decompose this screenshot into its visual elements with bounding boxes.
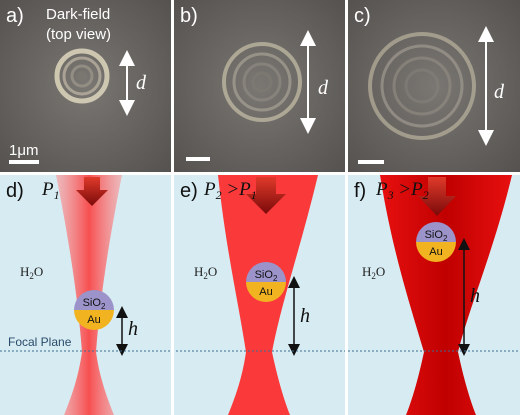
view-title-line1: Dark-field [46,6,110,23]
panel-label: b) [180,5,198,27]
ring-core [251,71,273,93]
gold-cap [74,310,114,330]
laser-beam [380,175,512,415]
ring-mid [62,56,102,96]
gold-label: Au [429,246,442,258]
power-label: P3 >P2 [375,179,429,202]
panel-label: d) [6,180,24,202]
ring-mid [232,52,292,112]
ring-inner [70,64,94,88]
silica-label: SiO2 [255,269,278,283]
particle: SiO2 Au [74,290,114,330]
silica-label: SiO2 [83,297,106,311]
panel-label: a) [6,5,24,27]
scale-bar [358,160,384,164]
panel-label: f) [354,180,366,202]
scale-bar [9,160,39,164]
focal-plane-label: Focal Plane [8,335,72,349]
power-label: P1 [41,179,60,202]
gutter-horizontal [0,172,520,175]
ring-outer [368,32,476,140]
gold-cap [246,282,286,302]
gold-cap [416,242,456,262]
diameter-label: d [318,77,329,99]
silica-shell [246,262,286,282]
scale-bar [186,157,210,161]
medium-label: H2O [362,264,385,281]
laser-direction-arrow [246,177,286,214]
silica-shell [416,222,456,242]
panel-d: d) P1 H2O SiO2 Au h Focal Plane [0,175,171,415]
height-label: h [470,285,480,307]
ring-inner [242,62,282,102]
panel-b-background [174,0,345,172]
silica-label: SiO2 [425,229,448,243]
panel-label: c) [354,5,371,27]
gutter-vertical-1 [171,0,174,415]
laser-direction-arrow [418,177,456,216]
diameter-label: d [494,81,505,103]
diameter-label: d [136,72,147,94]
view-title-line2: (top view) [46,26,111,43]
silica-shell [74,290,114,310]
panel-f: f) P3 >P2 H2O SiO2 Au h [348,175,520,415]
panel-e: e) P2 >P1 H2O SiO2 Au h [174,175,345,415]
gutter-vertical-2 [345,0,348,415]
height-label: h [300,305,310,327]
scale-bar-label: 1μm [9,142,38,159]
ring-inner [392,56,452,116]
ring-mid [380,44,464,128]
panel-label: e) [180,180,198,202]
height-label: h [128,318,138,340]
power-label: P2 >P1 [203,179,257,202]
particle: SiO2 Au [416,222,456,262]
panel-b: d b) [174,0,345,172]
medium-label: H2O [20,264,43,281]
gold-label: Au [87,314,100,326]
gold-label: Au [259,286,272,298]
ring-core [77,71,87,81]
medium-label: H2O [194,264,217,281]
panel-a: d a) Dark-field (top view) 1μm [0,0,171,172]
particle: SiO2 Au [246,262,286,302]
ring-outer [54,48,110,104]
panel-c: d c) [348,0,520,172]
ring-core [404,68,440,104]
laser-direction-arrow [76,177,108,206]
